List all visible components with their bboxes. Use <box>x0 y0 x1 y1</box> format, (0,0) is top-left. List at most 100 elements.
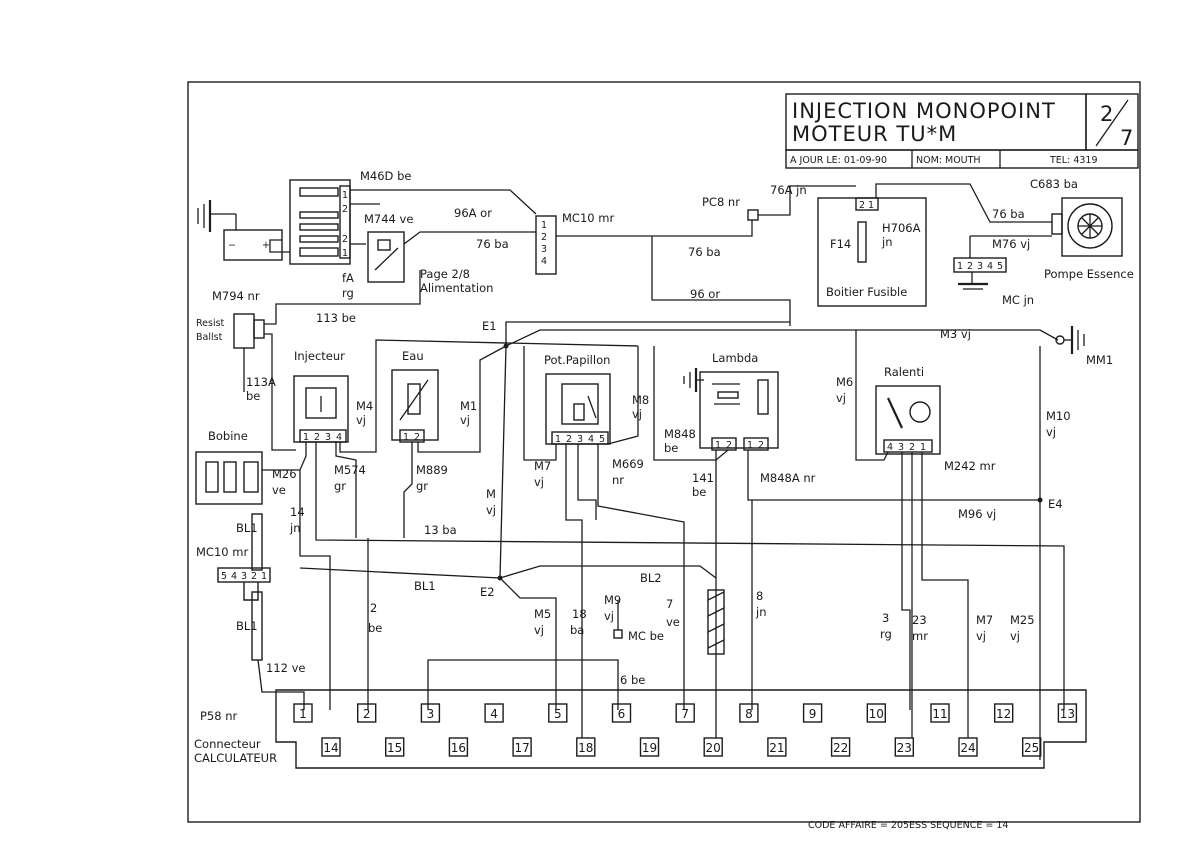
connector-pin-22-label: 22 <box>833 741 848 755</box>
wire-23: 23 <box>912 613 927 627</box>
connector-pin-14-label: 14 <box>323 741 338 755</box>
wire-m848a: M848A nr <box>760 471 816 485</box>
connector-pin-8: 8 <box>739 703 759 723</box>
wire-m574: M574 <box>334 463 366 477</box>
wire-m25: M25 <box>1010 613 1035 627</box>
page-number: 2 <box>1100 102 1114 126</box>
wire-18: 18 <box>572 607 587 621</box>
wire-m: M <box>486 487 496 501</box>
p58-label: P58 nr <box>200 709 238 723</box>
wire-3-color: rg <box>880 627 892 641</box>
resist-ballast: M794 nr Resist Ballst <box>196 289 265 349</box>
pot-pin-4: 4 <box>588 434 594 445</box>
connector-pin-25-label: 25 <box>1024 741 1039 755</box>
m744-label: M744 ve <box>364 212 413 226</box>
connector-pin-17-label: 17 <box>514 741 529 755</box>
mc10-label-left: MC10 mr <box>196 545 248 559</box>
footer-code: CODE AFFAIRE = 205ESS SEQUENCE = 14 <box>808 820 1008 831</box>
ground-mm1: MM1 <box>1055 326 1113 367</box>
wire-m26-color: ve <box>272 483 286 497</box>
injecteur-label: Injecteur <box>294 349 345 363</box>
wire-m8: M8 <box>632 393 649 407</box>
connector-mc10-top: 1 2 3 4 MC10 mr <box>535 211 614 275</box>
pot-pin-5: 5 <box>599 434 605 445</box>
lambda-label: Lambda <box>712 351 758 365</box>
resist-label: Resist <box>196 318 225 329</box>
component-lambda: Lambda 1 2 1 2 <box>699 351 779 451</box>
mc10-left-pin-2: 2 <box>251 571 257 582</box>
wire-m6: M6 <box>836 375 853 389</box>
title-line-1: INJECTION MONOPOINT <box>792 99 1056 123</box>
connector-pin-14: 14 <box>321 737 341 757</box>
wire-m3: M3 vj <box>940 327 971 341</box>
pot-pin-1: 1 <box>555 434 561 445</box>
mc-jn-label: MC jn <box>1002 293 1034 307</box>
e4-label: E4 <box>1048 497 1063 511</box>
lambda-a-pin-1: 1 <box>715 440 721 451</box>
connector-pin-22: 22 <box>830 737 851 757</box>
wire-m574-color: gr <box>334 479 346 493</box>
bl1-label-b: BL1 <box>236 521 258 535</box>
connector-pin-5-label: 5 <box>554 707 562 721</box>
component-pot-papillon: Pot.Papillon 1 2 3 4 5 <box>544 353 611 445</box>
wire-m889: M889 <box>416 463 448 477</box>
wire-m6-color: vj <box>836 391 846 405</box>
wire-m1: M1 <box>460 399 477 413</box>
wire-141-color: be <box>692 485 706 499</box>
relay-m744: M744 ve fA rg Page 2/8 Alimentation <box>342 212 493 300</box>
connector-pin-10-label: 10 <box>869 707 884 721</box>
inj-pin-3: 3 <box>325 432 331 443</box>
inj-pin-4: 4 <box>336 432 342 443</box>
connector-mc10-left: MC10 mr 5 4 3 2 1 <box>196 545 271 601</box>
connector-pin-17: 17 <box>512 737 532 757</box>
connector-pin-2-label: 2 <box>363 707 371 721</box>
lambda-a-pin-2: 2 <box>726 440 732 451</box>
m46d-pin-1: 1 <box>342 190 348 201</box>
wire-14: 14 <box>290 505 305 519</box>
shield-bl1: BL1 BL1 <box>236 513 263 661</box>
page-total: 7 <box>1120 126 1134 150</box>
phone-number: TEL: 4319 <box>1049 155 1098 166</box>
wire-113a-color: be <box>246 389 260 403</box>
pot-pin-3: 3 <box>577 434 583 445</box>
eau-pin-2: 2 <box>414 432 420 443</box>
relay-m46d: 1 2 2 1 M46D be <box>289 169 411 265</box>
wire-141: 141 <box>692 471 714 485</box>
wire-m25-color: vj <box>1010 629 1020 643</box>
wire-2: 2 <box>370 601 377 615</box>
connector-pin-9-label: 9 <box>809 707 817 721</box>
wire-m7a-color: vj <box>534 475 544 489</box>
wire-76a: 76A jn <box>770 183 807 197</box>
connector-pin-25: 25 <box>1022 737 1042 757</box>
m46d-pin-2: 2 <box>342 204 348 215</box>
wire-m96: M96 vj <box>958 507 996 521</box>
connector-pin-24-label: 24 <box>960 741 975 755</box>
c683-label: C683 ba <box>1030 177 1078 191</box>
connector-pin-15-label: 15 <box>387 741 402 755</box>
calculateur-label: CALCULATEUR <box>194 751 277 765</box>
wire-96-or: 96 or <box>690 287 720 301</box>
wire-m26: M26 <box>272 467 297 481</box>
connector-pin-15: 15 <box>385 737 405 757</box>
mc10-left-pin-4: 4 <box>231 571 237 582</box>
mc10-left-pin-5: 5 <box>221 571 227 582</box>
connector-pin-2: 2 <box>357 703 377 723</box>
mc-pump-pin-3: 3 <box>977 261 983 272</box>
mc10-top-pin-1: 1 <box>541 220 547 231</box>
mm1-label: MM1 <box>1086 353 1113 367</box>
wire-m4: M4 <box>356 399 373 413</box>
svg-text:+: + <box>262 240 270 251</box>
wire-m669-color: nr <box>612 473 624 487</box>
mc-pump-pin-4: 4 <box>987 261 993 272</box>
wire-m7b-color: vj <box>976 629 986 643</box>
page-ref-label: Page 2/8 <box>420 267 470 281</box>
component-injecteur: Injecteur 1 2 3 4 <box>293 349 349 443</box>
bl1-label-a: BL1 <box>414 579 436 593</box>
wire-8-color: jn <box>755 605 766 619</box>
mc-pump-pin-2: 2 <box>967 261 973 272</box>
connector-pin-11: 11 <box>930 703 950 723</box>
mc-pump-pin-1: 1 <box>957 261 963 272</box>
svg-text:−: − <box>228 240 236 251</box>
